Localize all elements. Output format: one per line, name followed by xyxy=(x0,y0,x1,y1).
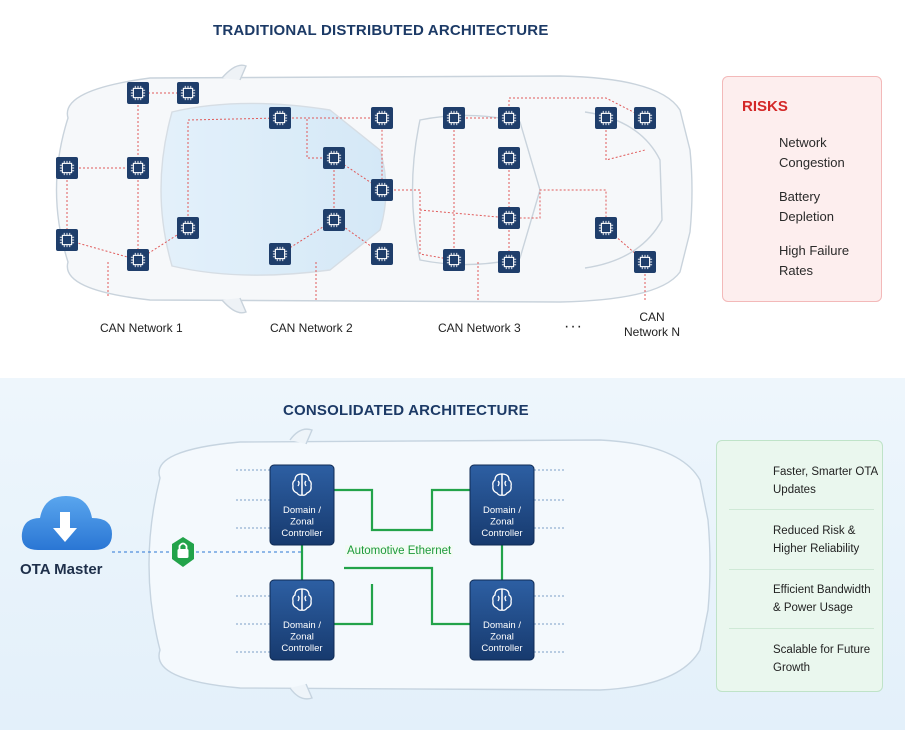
controller-label-line: Zonal xyxy=(490,517,514,528)
ecu-chip-layer xyxy=(56,82,656,662)
risks-panel: RISKS Network Congestion Battery Depleti… xyxy=(722,76,882,302)
top-section-title: TRADITIONAL DISTRIBUTED ARCHITECTURE xyxy=(213,22,549,39)
brain-icon xyxy=(292,473,312,496)
risk-label: Battery Depletion xyxy=(779,189,834,224)
controller-label-line: Domain / xyxy=(283,505,321,516)
ecu-chip-icon xyxy=(269,243,291,265)
ecu-chip-icon xyxy=(498,107,520,129)
ecu-chip-icon xyxy=(595,217,617,239)
zonal-wires xyxy=(236,469,566,653)
controller-label-line: Domain / xyxy=(283,620,321,631)
ecu-chip-icon xyxy=(498,147,520,169)
benefit-label: Faster, Smarter OTA Updates xyxy=(773,466,878,496)
benefit-item-bandwidth: Efficient Bandwidth & Power Usage xyxy=(717,571,884,629)
ecu-chip-icon xyxy=(177,82,199,104)
brain-icon xyxy=(492,588,512,611)
automotive-ethernet-label: Automotive Ethernet xyxy=(345,545,454,557)
bottom-section-title: CONSOLIDATED ARCHITECTURE xyxy=(283,402,529,419)
controller-label-line: Controller xyxy=(481,528,522,539)
benefits-panel: Faster, Smarter OTA Updates Reduced Risk… xyxy=(716,440,883,692)
risk-label: Network Congestion xyxy=(779,135,845,170)
risks-title: RISKS xyxy=(742,98,788,115)
benefit-label: Scalable for Future Growth xyxy=(773,644,871,674)
ota-master-label: OTA Master xyxy=(20,561,103,578)
ecu-chip-icon xyxy=(323,147,345,169)
ecu-chip-icon xyxy=(634,107,656,129)
benefit-label: Efficient Bandwidth & Power Usage xyxy=(773,584,871,614)
controller-label-line: Zonal xyxy=(290,632,314,643)
controller-label-line: Controller xyxy=(281,643,322,654)
ecu-chip-icon xyxy=(634,251,656,273)
brain-icon xyxy=(292,588,312,611)
ecu-chip-icon xyxy=(56,157,78,179)
ecu-chip-icon xyxy=(323,209,345,231)
brain-icon xyxy=(492,473,512,496)
benefit-item-reliability: Reduced Risk & Higher Reliability xyxy=(717,512,884,570)
ecu-chip-icon xyxy=(127,82,149,104)
ellipsis-text: ··· xyxy=(564,318,583,335)
ethernet-backbone xyxy=(300,488,504,626)
can-network-1-label: CAN Network 1 xyxy=(100,321,183,335)
ecu-chip-icon xyxy=(127,157,149,179)
ecu-chip-icon xyxy=(177,217,199,239)
benefit-divider xyxy=(729,509,874,510)
controller-label-line: Controller xyxy=(281,528,322,539)
ecu-chip-icon xyxy=(269,107,291,129)
ecu-chip-icon xyxy=(498,207,520,229)
risk-item-high-failure-rates: High Failure Rates xyxy=(736,241,876,285)
ecu-chip-icon xyxy=(443,249,465,271)
lock-icon xyxy=(172,537,194,567)
ecu-chip-icon xyxy=(371,107,393,129)
controller-label-line: Zonal xyxy=(490,632,514,643)
controller-label-line: Domain / xyxy=(483,620,521,631)
bottom-car-outline xyxy=(148,428,711,700)
ecu-chip-icon xyxy=(443,107,465,129)
can-network-3-label: CAN Network 3 xyxy=(438,321,521,335)
benefit-item-scalability: Scalable for Future Growth xyxy=(717,631,884,689)
benefit-item-ota-updates: Faster, Smarter OTA Updates xyxy=(717,453,884,511)
ecu-chip-icon xyxy=(371,179,393,201)
benefit-label: Reduced Risk & Higher Reliability xyxy=(773,525,860,555)
risk-item-battery-depletion: Battery Depletion xyxy=(736,187,876,231)
benefit-divider xyxy=(729,569,874,570)
ecu-chip-icon xyxy=(498,251,520,273)
controller-label-line: Controller xyxy=(481,643,522,654)
risk-item-network-congestion: Network Congestion xyxy=(736,133,876,177)
controller-label-line: Domain / xyxy=(483,505,521,516)
ecu-chip-icon xyxy=(371,243,393,265)
cloud-download-icon xyxy=(21,496,112,550)
ecu-chip-icon xyxy=(595,107,617,129)
can-network-2-label: CAN Network 2 xyxy=(270,321,353,335)
can-network-n-label: CAN Network N xyxy=(624,310,681,339)
benefit-divider xyxy=(729,628,874,629)
ecu-chip-icon xyxy=(56,229,78,251)
risk-label: High Failure Rates xyxy=(779,243,850,278)
ecu-chip-icon xyxy=(127,249,149,271)
controller-label-line: Zonal xyxy=(290,517,314,528)
